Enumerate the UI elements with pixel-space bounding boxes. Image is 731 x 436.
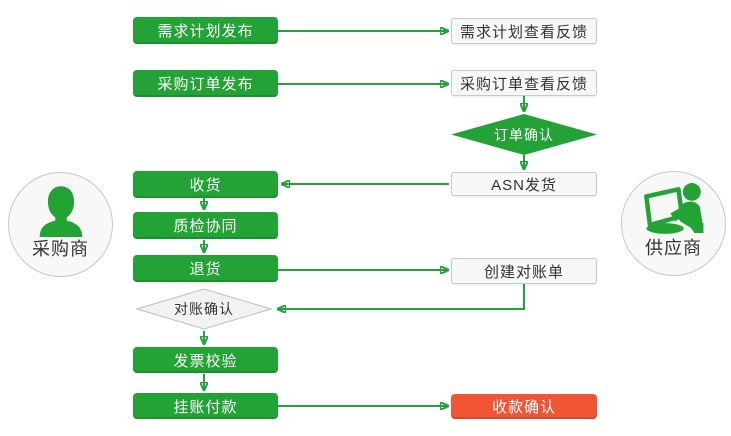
node-label: ASN发货 bbox=[491, 176, 557, 194]
node-reconciliation-confirm: 对账确认 bbox=[135, 288, 273, 330]
node-label: 发票校验 bbox=[173, 352, 238, 370]
node-label: 创建对账单 bbox=[483, 263, 564, 281]
node-purchase-order-feedback: 采购订单查看反馈 bbox=[451, 70, 597, 96]
node-order-confirm: 订单确认 bbox=[451, 114, 597, 155]
actor-label-buyer: 采购商 bbox=[32, 239, 89, 259]
node-label: 挂账付款 bbox=[173, 398, 238, 416]
node-quality-inspection: 质检协同 bbox=[133, 212, 278, 239]
diamond-shape bbox=[135, 288, 273, 330]
person-at-computer-icon bbox=[643, 183, 703, 234]
node-label: 收款确认 bbox=[491, 399, 556, 416]
person-icon bbox=[39, 186, 82, 237]
diamond-shape bbox=[451, 114, 597, 155]
node-asn-shipment: ASN发货 bbox=[451, 172, 597, 196]
node-label: 需求计划发布 bbox=[157, 23, 254, 40]
node-label: 质检协同 bbox=[173, 218, 238, 235]
node-label: 采购订单查看反馈 bbox=[459, 75, 588, 93]
node-label: 收货 bbox=[189, 177, 222, 194]
node-invoice-verification: 发票校验 bbox=[133, 347, 278, 373]
node-label: 退货 bbox=[189, 261, 222, 278]
node-demand-plan-publish: 需求计划发布 bbox=[133, 17, 278, 44]
node-purchase-order-publish: 采购订单发布 bbox=[133, 70, 278, 97]
node-create-statement: 创建对账单 bbox=[451, 258, 597, 284]
actor-label-supplier: 供应商 bbox=[645, 238, 702, 258]
node-demand-plan-feedback: 需求计划查看反馈 bbox=[451, 18, 597, 44]
node-booked-payment: 挂账付款 bbox=[133, 393, 278, 419]
actor-buyer: 采购商 bbox=[8, 172, 113, 277]
node-payment-receipt-confirm: 收款确认 bbox=[451, 394, 597, 419]
node-label: 订单确认 bbox=[494, 126, 554, 143]
node-return-goods: 退货 bbox=[133, 255, 278, 282]
actor-supplier: 供应商 bbox=[621, 171, 726, 276]
arrow-statement-to-reconcile bbox=[277, 284, 525, 309]
node-label: 需求计划查看反馈 bbox=[459, 23, 588, 41]
node-label: 对账确认 bbox=[174, 301, 234, 317]
node-receive-goods: 收货 bbox=[133, 171, 278, 198]
node-label: 采购订单发布 bbox=[157, 76, 254, 93]
